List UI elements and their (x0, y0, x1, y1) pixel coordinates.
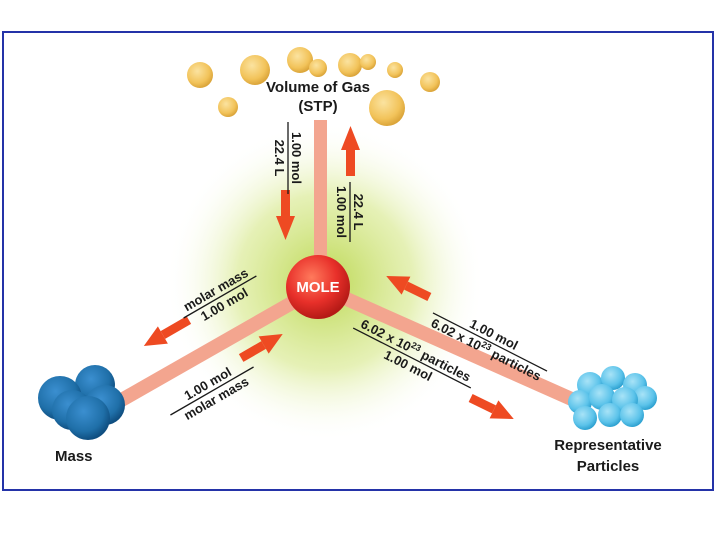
gas-out-bottom: 1.00 mol (334, 186, 349, 238)
mass-label: Mass (55, 448, 93, 465)
particle-spheres-icon (568, 366, 657, 430)
arrow-mole-to-particles-icon (468, 393, 514, 420)
gas-bubbles-icon (187, 47, 440, 126)
spoke-particles (319, 281, 588, 412)
gas-out-factor: 22.4 L 1.00 mol (334, 182, 366, 242)
arrow-mole-to-gas-icon (341, 126, 360, 176)
gas-in-top: 1.00 mol (289, 132, 304, 184)
spokes (86, 120, 588, 425)
arrow-mass-to-mole-icon (238, 334, 283, 362)
gas-out-top: 22.4 L (351, 194, 366, 231)
gas-in-bottom: 22.4 L (272, 140, 287, 177)
particles-label-line1: Representative (554, 437, 662, 454)
gas-in-factor: 1.00 mol 22.4 L (272, 122, 304, 194)
arrow-mole-to-mass-icon (143, 316, 192, 346)
arrow-particles-to-mole-icon (386, 275, 432, 302)
spoke-mass (86, 281, 322, 425)
arrow-gas-to-mole-icon (276, 190, 295, 240)
mass-spheres-icon (38, 365, 125, 440)
gas-label-line1: Volume of Gas (266, 79, 370, 96)
mole-node (286, 255, 350, 319)
mole-label: MOLE (296, 279, 339, 296)
gas-label-line2: (STP) (298, 98, 337, 115)
particles-label-line2: Particles (577, 458, 640, 475)
spoke-gas (314, 120, 327, 285)
